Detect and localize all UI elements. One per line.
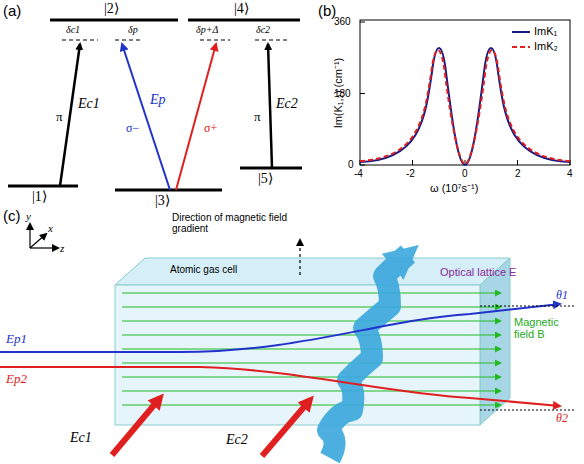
- state-label: |5⟩: [258, 171, 273, 186]
- axis-title: ω (10⁷s⁻¹): [430, 182, 478, 194]
- axis-title: Im(K₁,₂) (cm⁻¹): [332, 58, 344, 129]
- panel-label: (a): [3, 3, 21, 20]
- polarization-label: σ+: [204, 122, 217, 135]
- tick-label: 4: [567, 168, 573, 179]
- detuning-label: δc2: [256, 24, 270, 35]
- polarization-label: σ−: [126, 122, 139, 135]
- angle-label: θ2: [556, 412, 568, 425]
- beam-label: Ep2: [6, 372, 27, 386]
- field-line: [122, 320, 500, 321]
- tick-label: -2: [406, 168, 415, 179]
- polarization-label: π: [56, 110, 63, 124]
- tick-label: -4: [354, 168, 363, 179]
- field-line: [122, 306, 500, 307]
- state-label: |2⟩: [104, 1, 119, 16]
- detuning-label: δp: [128, 24, 138, 35]
- field-line: [122, 348, 500, 349]
- state-label: |1⟩: [32, 189, 47, 204]
- panel-label: (c): [3, 208, 21, 225]
- axis-label: z: [60, 242, 64, 254]
- state-label: |3⟩: [155, 193, 170, 208]
- panel-label: (b): [318, 3, 336, 20]
- beam-label: Ep1: [6, 332, 27, 346]
- polarization-label: π: [254, 110, 261, 124]
- axis-label: y: [26, 210, 31, 222]
- field-line: [122, 334, 500, 335]
- field-line: [122, 292, 500, 293]
- field-label: Magnetic field B: [514, 316, 576, 340]
- cell-label: Atomic gas cell: [170, 264, 237, 275]
- beam-label: Ec2: [226, 432, 248, 447]
- field-label: Ec2: [276, 96, 298, 111]
- axis-label: x: [48, 222, 53, 234]
- legend-text: ImK₁: [534, 25, 557, 37]
- beam-label: Ec1: [70, 430, 92, 445]
- legend-text: ImK₂: [534, 40, 558, 52]
- field-line: [122, 404, 500, 405]
- tick-label: 360: [334, 16, 351, 27]
- field-label: Ep: [150, 92, 166, 107]
- angle-label: θ1: [556, 289, 568, 302]
- field-line: [122, 390, 500, 391]
- beam-label: Optical lattice E: [440, 266, 516, 278]
- state-label: |4⟩: [234, 1, 249, 16]
- tick-label: 2: [515, 168, 521, 179]
- tick-label: 0: [462, 168, 468, 179]
- tick-label: 0: [348, 159, 354, 170]
- detuning-label: δp+Δ: [196, 24, 218, 35]
- note-label: Direction of magnetic field gradient: [172, 212, 292, 234]
- field-line: [122, 362, 500, 363]
- field-label: Ec1: [78, 96, 100, 111]
- detuning-label: δc1: [66, 24, 80, 35]
